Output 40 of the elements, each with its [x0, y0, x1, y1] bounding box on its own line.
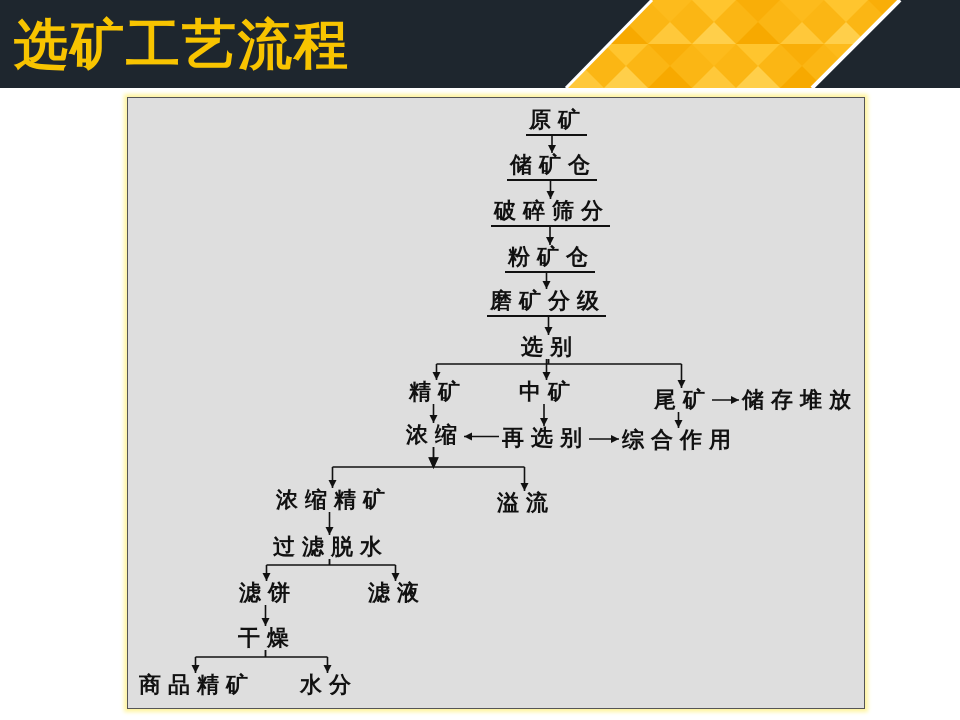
step-label: 综合作用: [619, 428, 738, 452]
step-label: 滤液: [365, 581, 426, 605]
underlined-step-label: 破碎筛分: [491, 199, 610, 227]
arrow: [542, 273, 550, 289]
step-label: 浓缩: [403, 423, 464, 447]
step-label: 商品精矿: [136, 673, 255, 697]
arrow: [546, 227, 554, 245]
arrow: [542, 359, 550, 380]
step-label: 水分: [297, 673, 358, 697]
arrow: [674, 412, 682, 428]
step-label: 溢流: [494, 491, 555, 515]
step-label: 精矿: [406, 380, 467, 404]
step-label: 过滤脱水: [270, 535, 389, 559]
underlined-step-label: 储矿仓: [507, 153, 597, 181]
underlined-step-label: 粉矿仓: [505, 245, 595, 273]
arrow: [328, 558, 400, 582]
arrow: [548, 136, 556, 153]
arrow: [464, 432, 499, 440]
arrow: [262, 605, 270, 626]
arrow: [428, 446, 528, 492]
arrow: [712, 396, 739, 404]
arrow: [540, 404, 548, 426]
step-label: 滤饼: [236, 581, 297, 605]
step-label: 浓缩精矿: [273, 488, 392, 512]
arrow: [264, 649, 332, 674]
page-title: 选矿工艺流程: [14, 14, 350, 76]
arrow: [326, 512, 334, 535]
step-label: 尾矿: [651, 388, 712, 412]
step-label: 中矿: [516, 380, 577, 404]
step-label: 干燥: [235, 626, 296, 650]
step-label: 再选别: [499, 426, 589, 450]
step-label: 储存堆放: [739, 388, 858, 412]
arrow: [544, 317, 552, 335]
underlined-step-label: 磨矿分级: [487, 289, 606, 317]
arrow: [548, 358, 686, 389]
arrow: [430, 404, 438, 423]
underlined-step-label: 原矿: [526, 108, 587, 136]
arrow: [546, 181, 554, 199]
arrow: [589, 435, 619, 443]
step-label: 选别: [518, 335, 579, 359]
